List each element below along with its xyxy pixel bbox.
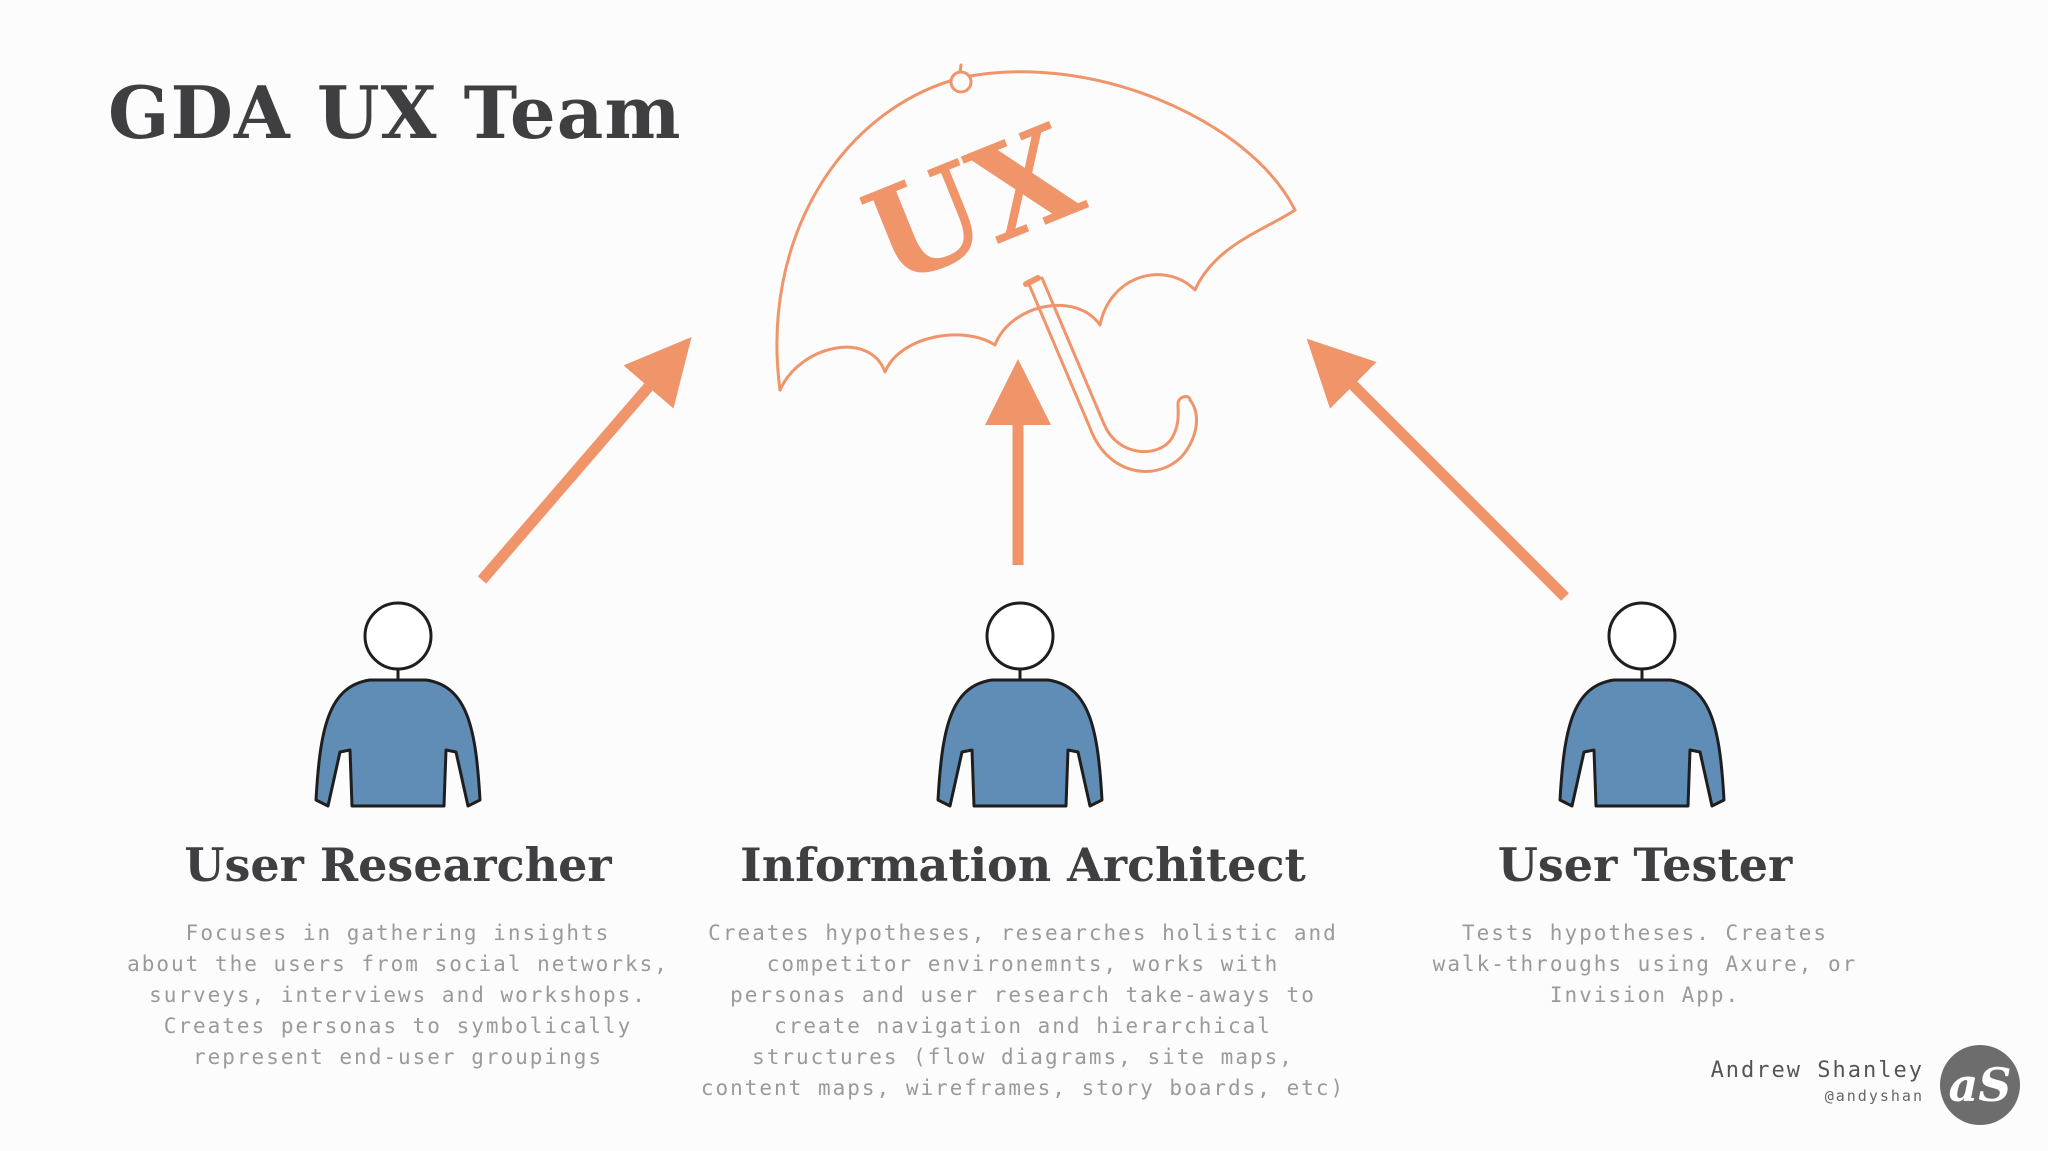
author-logo-icon: aS <box>1940 1045 2020 1125</box>
role-user-tester: User Tester Tests hypotheses. Creates wa… <box>1295 838 1995 1011</box>
author-name: Andrew Shanley <box>1710 1058 1924 1083</box>
role-description: Focuses in gathering insights about the … <box>48 918 748 1073</box>
role-user-researcher: User Researcher Focuses in gathering ins… <box>48 838 748 1073</box>
role-title: User Researcher <box>184 838 612 892</box>
description-line: structures (flow diagrams, site maps, <box>752 1045 1294 1069</box>
description-line: Tests hypotheses. Creates <box>1461 921 1829 945</box>
author-handle: @andyshan <box>1824 1087 1924 1105</box>
description-line: content maps, wireframes, story boards, … <box>700 1076 1346 1100</box>
author-credit: Andrew Shanley @andyshan <box>1711 1058 1924 1105</box>
umbrella-label: UX <box>845 94 1101 316</box>
description-line: competitor environemnts, works with <box>766 952 1280 976</box>
person-icon-researcher <box>314 601 482 808</box>
description-line: about the users from social networks, <box>127 952 669 976</box>
person-icon-tester <box>1558 601 1726 808</box>
role-title: User Tester <box>1497 838 1793 892</box>
role-title: Information Architect <box>740 838 1306 892</box>
role-description: Tests hypotheses. Creates walk-throughs … <box>1295 918 1995 1011</box>
description-line: Invision App. <box>1549 983 1741 1007</box>
description-line: Creates hypotheses, researches holistic … <box>708 921 1338 945</box>
arrow-right <box>1306 338 1569 601</box>
description-line: personas and user research take-aways to <box>730 983 1316 1007</box>
role-description: Creates hypotheses, researches holistic … <box>673 918 1373 1104</box>
page-title: GDA UX Team <box>108 70 682 155</box>
role-information-architect: Information Architect Creates hypotheses… <box>673 838 1373 1104</box>
arrow-left <box>477 337 692 584</box>
person-icon-architect <box>936 601 1104 808</box>
description-line: surveys, interviews and workshops. <box>149 983 647 1007</box>
description-line: walk-throughs using Axure, or <box>1432 952 1858 976</box>
description-line: create navigation and hierarchical <box>774 1014 1272 1038</box>
description-line: represent end-user groupings <box>192 1045 603 1069</box>
description-line: Creates personas to symbolically <box>163 1014 633 1038</box>
description-line: Focuses in gathering insights <box>185 921 611 945</box>
umbrella-icon <box>775 63 1297 473</box>
